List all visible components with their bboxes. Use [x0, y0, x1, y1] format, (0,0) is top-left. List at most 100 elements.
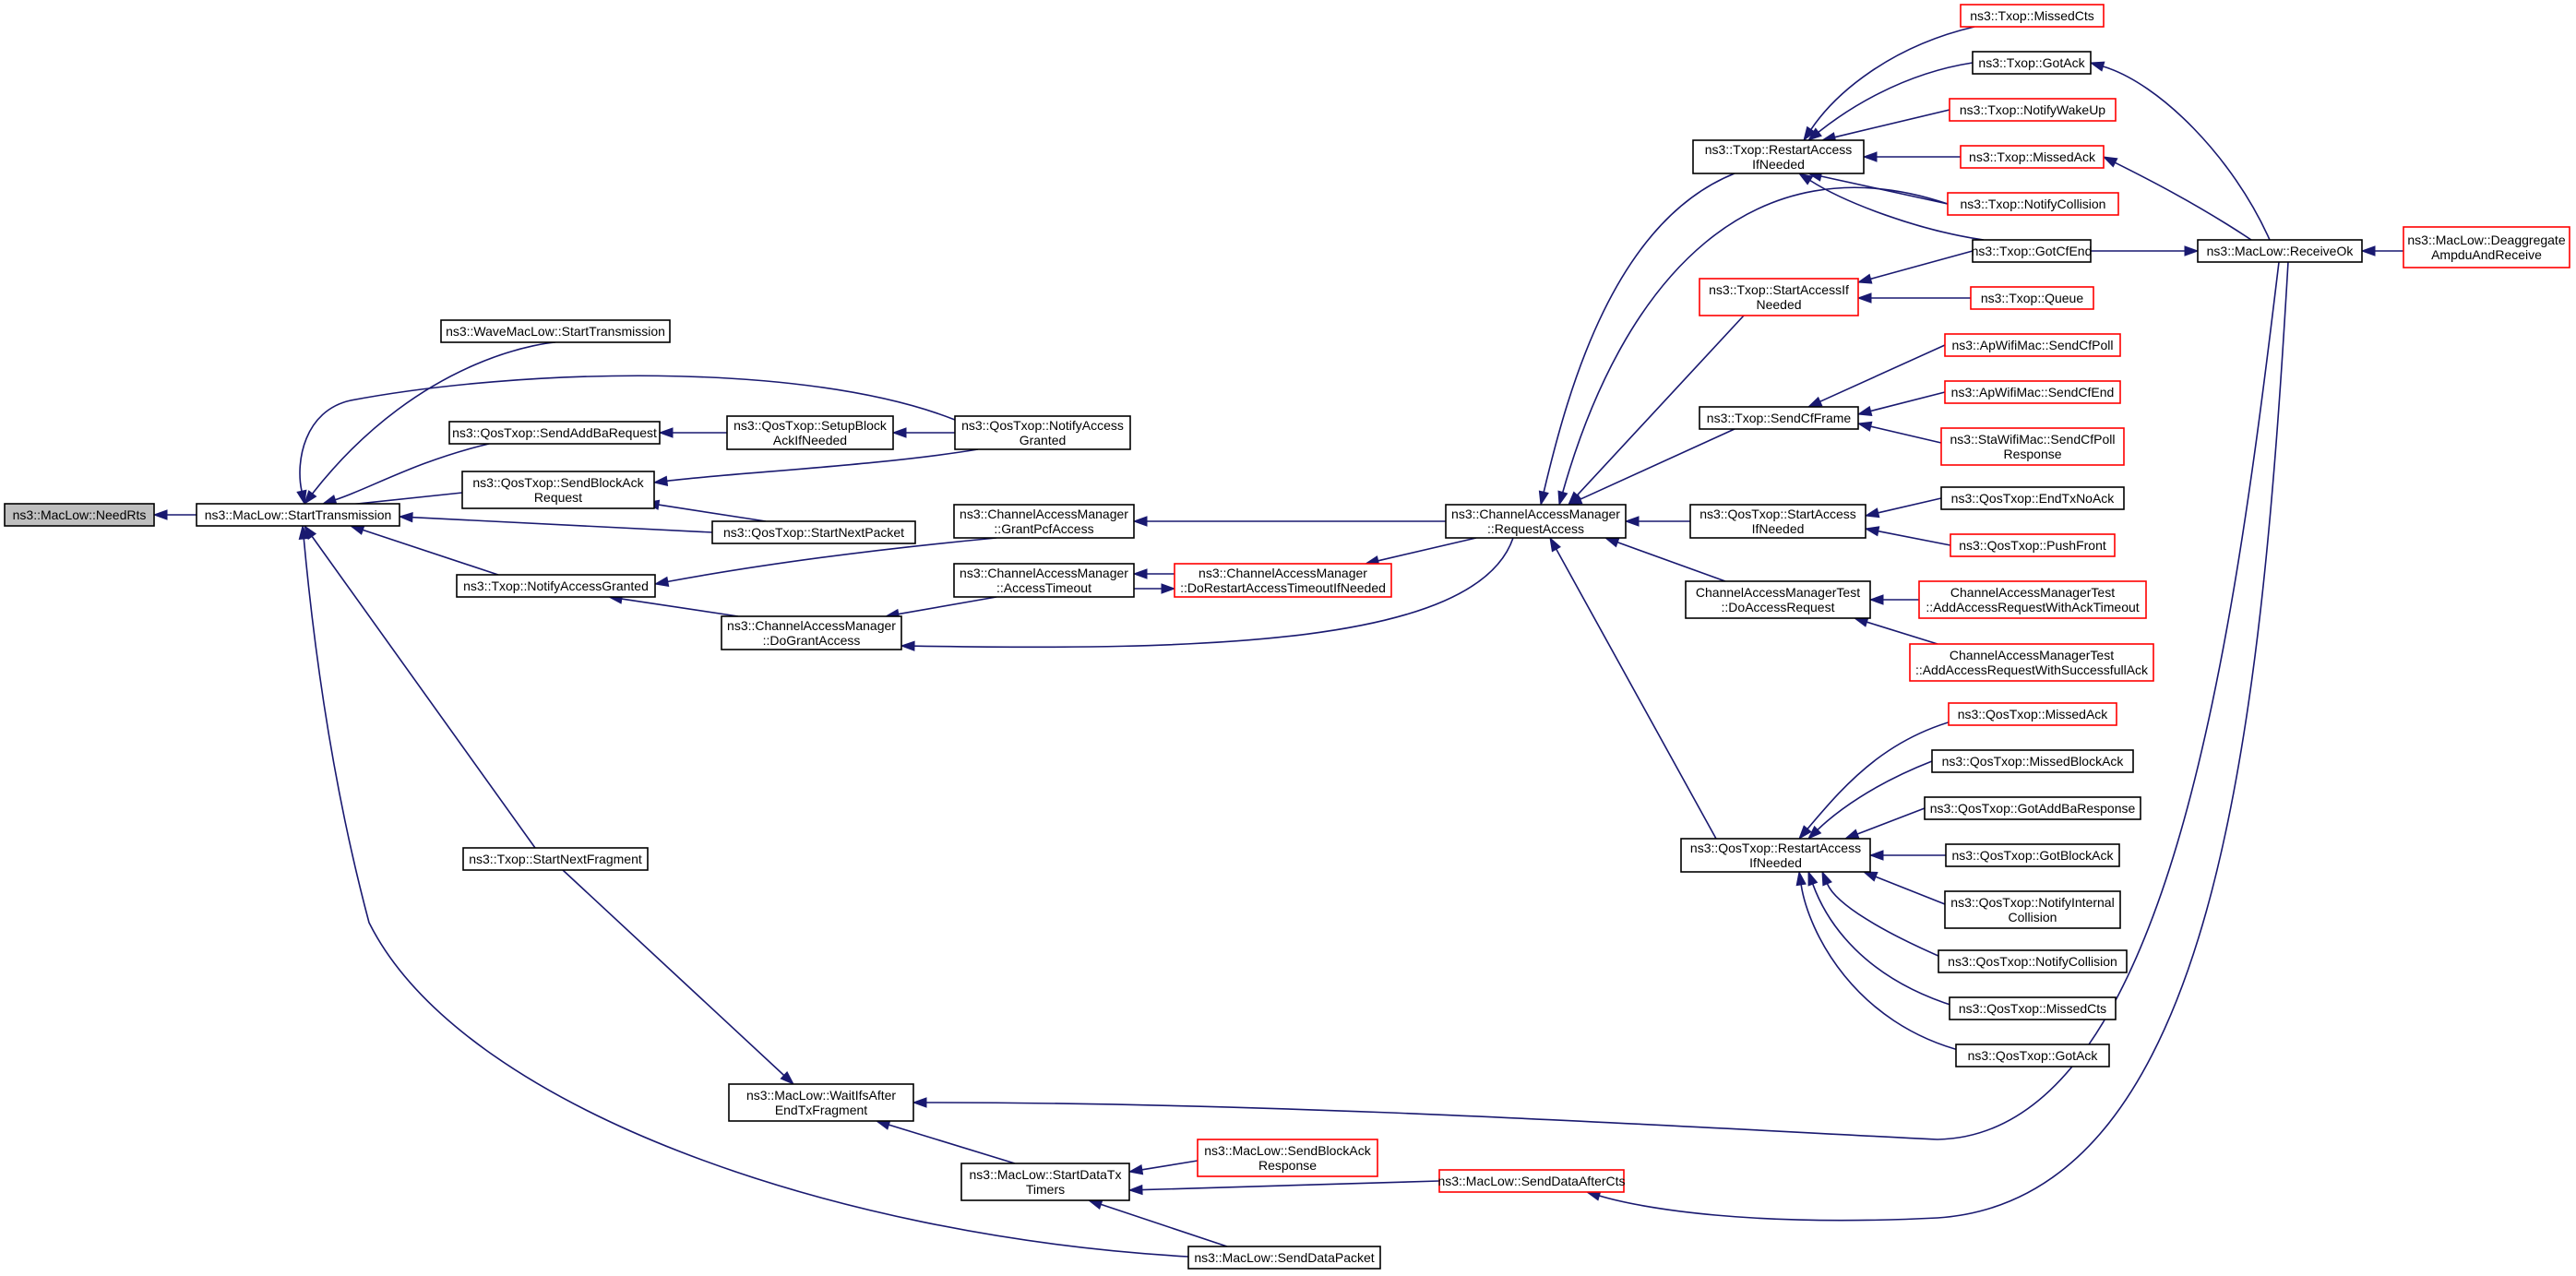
node-qosgotack[interactable]: ns3::QosTxop::GotAck: [1955, 1043, 2110, 1067]
node-accesstimeout[interactable]: ns3::ChannelAccessManager::AccessTimeout: [953, 563, 1135, 598]
node-box: [1438, 1169, 1625, 1193]
node-camtestsuccessful[interactable]: ChannelAccessManagerTest::AddAccessReque…: [1909, 643, 2154, 682]
node-senddatapacket[interactable]: ns3::MacLow::SendDataPacket: [1187, 1246, 1381, 1270]
node-qospushfront[interactable]: ns3::QosTxop::PushFront: [1950, 533, 2116, 557]
node-txopqueue[interactable]: ns3::Txop::Queue: [1970, 286, 2094, 310]
edge-qosstartaccess-to-requestaccess: [1624, 516, 1690, 527]
node-label: ns3::MacLow::StartTransmission: [205, 507, 392, 522]
arrowhead-icon: [1538, 490, 1549, 507]
node-label: AckIfNeeded: [773, 433, 847, 447]
edge-qosnotifygranted-to-setupblockack: [891, 427, 955, 438]
node-label: IfNeeded: [1752, 157, 1805, 172]
node-camtestacktimeout[interactable]: ChannelAccessManagerTest::AddAccessReque…: [1918, 580, 2147, 619]
arrowhead-icon: [1856, 405, 1873, 416]
edge-line: [1856, 807, 1926, 835]
node-box: [462, 847, 649, 871]
node-qosnotifycollision[interactable]: ns3::QosTxop::NotifyCollision: [1938, 949, 2128, 973]
edge-line: [925, 261, 2280, 1140]
node-sendcfframe[interactable]: ns3::Txop::SendCfFrame: [1699, 406, 1859, 430]
edge-line: [1141, 1160, 1199, 1171]
edge-line: [1810, 26, 1975, 130]
node-qosstartnextpacket[interactable]: ns3::QosTxop::StartNextPacket: [711, 520, 916, 544]
node-txopmissedack[interactable]: ns3::Txop::MissedAck: [1960, 145, 2105, 169]
edge-txoprestart-to-requestaccess: [1538, 173, 1735, 507]
node-dograntaccess[interactable]: ns3::ChannelAccessManager::DoGrantAccess: [721, 615, 902, 650]
node-wavestarttx[interactable]: ns3::WaveMacLow::StartTransmission: [440, 319, 671, 343]
edge-qospushfront-to-qosstartaccess: [1864, 526, 1951, 546]
node-qosmissedack[interactable]: ns3::QosTxop::MissedAck: [1948, 702, 2117, 726]
arrowhead-icon: [1803, 125, 1816, 142]
node-label: ns3::ApWifiMac::SendCfPoll: [1951, 338, 2113, 352]
node-apsendcfend[interactable]: ns3::ApWifiMac::SendCfEnd: [1944, 380, 2121, 404]
node-box: [1909, 643, 2154, 682]
node-box: [1699, 278, 1859, 316]
call-graph-nodes: ns3::MacLow::NeedRts ns3::MacLow::StartTr…: [4, 4, 2570, 1270]
node-qosnotifygranted[interactable]: ns3::QosTxop::NotifyAccessGranted: [954, 415, 1131, 450]
node-box: [1931, 749, 2134, 773]
edge-txopmissedack-to-txoprestart: [1862, 151, 1961, 162]
node-needrts[interactable]: ns3::MacLow::NeedRts: [4, 503, 155, 527]
arrowhead-icon: [1549, 536, 1561, 553]
edge-sendblockackresp-to-startdatatx: [1127, 1160, 1199, 1175]
node-txopgotcfend[interactable]: ns3::Txop::GotCfEnd: [1972, 239, 2093, 263]
node-qosendtxnoack[interactable]: ns3::QosTxop::EndTxNoAck: [1940, 486, 2125, 510]
node-box: [953, 563, 1135, 598]
edge-line: [1834, 109, 1950, 138]
edge-wavestarttx-to-starttx: [304, 341, 556, 506]
node-box: [1949, 996, 2117, 1020]
arrowhead-icon: [296, 489, 307, 506]
arrowhead-icon: [152, 509, 168, 520]
arrowhead-icon: [1868, 850, 1884, 861]
edge-line: [311, 535, 536, 849]
node-requestaccess[interactable]: ns3::ChannelAccessManager::RequestAccess: [1445, 504, 1627, 539]
node-box: [1944, 890, 2121, 929]
node-label: ns3::Txop::NotifyCollision: [1961, 197, 2106, 211]
edge-qosgotaddba-to-qosrestart: [1843, 807, 1926, 840]
node-senddataaftercts[interactable]: ns3::MacLow::SendDataAfterCts: [1437, 1169, 1626, 1193]
node-startnextfrag[interactable]: ns3::Txop::StartNextFragment: [462, 847, 649, 871]
node-txopmissedcts[interactable]: ns3::Txop::MissedCts: [1960, 4, 2105, 28]
node-camtestdoaccess[interactable]: ChannelAccessManagerTest::DoAccessReques…: [1685, 580, 1871, 619]
node-label: ns3::ChannelAccessManager: [960, 566, 1128, 580]
node-label: ns3::QosTxop::NotifyAccess: [961, 418, 1124, 433]
node-dorestart[interactable]: ns3::ChannelAccessManager::DoRestartAcce…: [1174, 563, 1392, 598]
arrowhead-icon: [398, 512, 413, 523]
arrowhead-icon: [912, 1097, 927, 1108]
edge-line: [888, 1124, 1016, 1164]
node-txopnotifygranted[interactable]: ns3::Txop::NotifyAccessGranted: [456, 574, 656, 598]
node-txopgotack[interactable]: ns3::Txop::GotAck: [1972, 51, 2092, 75]
node-txopnotifycollision[interactable]: ns3::Txop::NotifyCollision: [1947, 192, 2119, 216]
node-box: [1692, 139, 1865, 174]
node-qosmissedcts[interactable]: ns3::QosTxop::MissedCts: [1949, 996, 2117, 1020]
node-qosmissedblockack[interactable]: ns3::QosTxop::MissedBlockAck: [1931, 749, 2134, 773]
node-label: ns3::QosTxop::PushFront: [1959, 538, 2106, 553]
node-apsendcfpoll[interactable]: ns3::ApWifiMac::SendCfPoll: [1944, 333, 2121, 357]
arrowhead-icon: [658, 427, 674, 438]
node-qosgotblockack[interactable]: ns3::QosTxop::GotBlockAck: [1945, 843, 2120, 867]
node-sendaddba[interactable]: ns3::QosTxop::SendAddBaRequest: [448, 421, 661, 445]
arrowhead-icon: [1868, 594, 1884, 605]
edge-line: [303, 538, 1189, 1258]
node-label: ns3::Txop::Queue: [1981, 291, 2084, 305]
node-receiveok[interactable]: ns3::MacLow::ReceiveOk: [2197, 239, 2363, 263]
node-box: [1955, 1043, 2110, 1067]
node-label: ns3::QosTxop::SendBlockAck: [472, 475, 644, 490]
edge-line: [1875, 876, 1946, 905]
node-qosgotaddba[interactable]: ns3::QosTxop::GotAddBaResponse: [1924, 796, 2141, 820]
node-txopnotifywakeup[interactable]: ns3::Txop::NotifyWakeUp: [1949, 98, 2117, 122]
node-starttx[interactable]: ns3::MacLow::StartTransmission: [196, 503, 400, 527]
node-grantpcf[interactable]: ns3::ChannelAccessManager::GrantPcfAcces…: [953, 504, 1135, 539]
